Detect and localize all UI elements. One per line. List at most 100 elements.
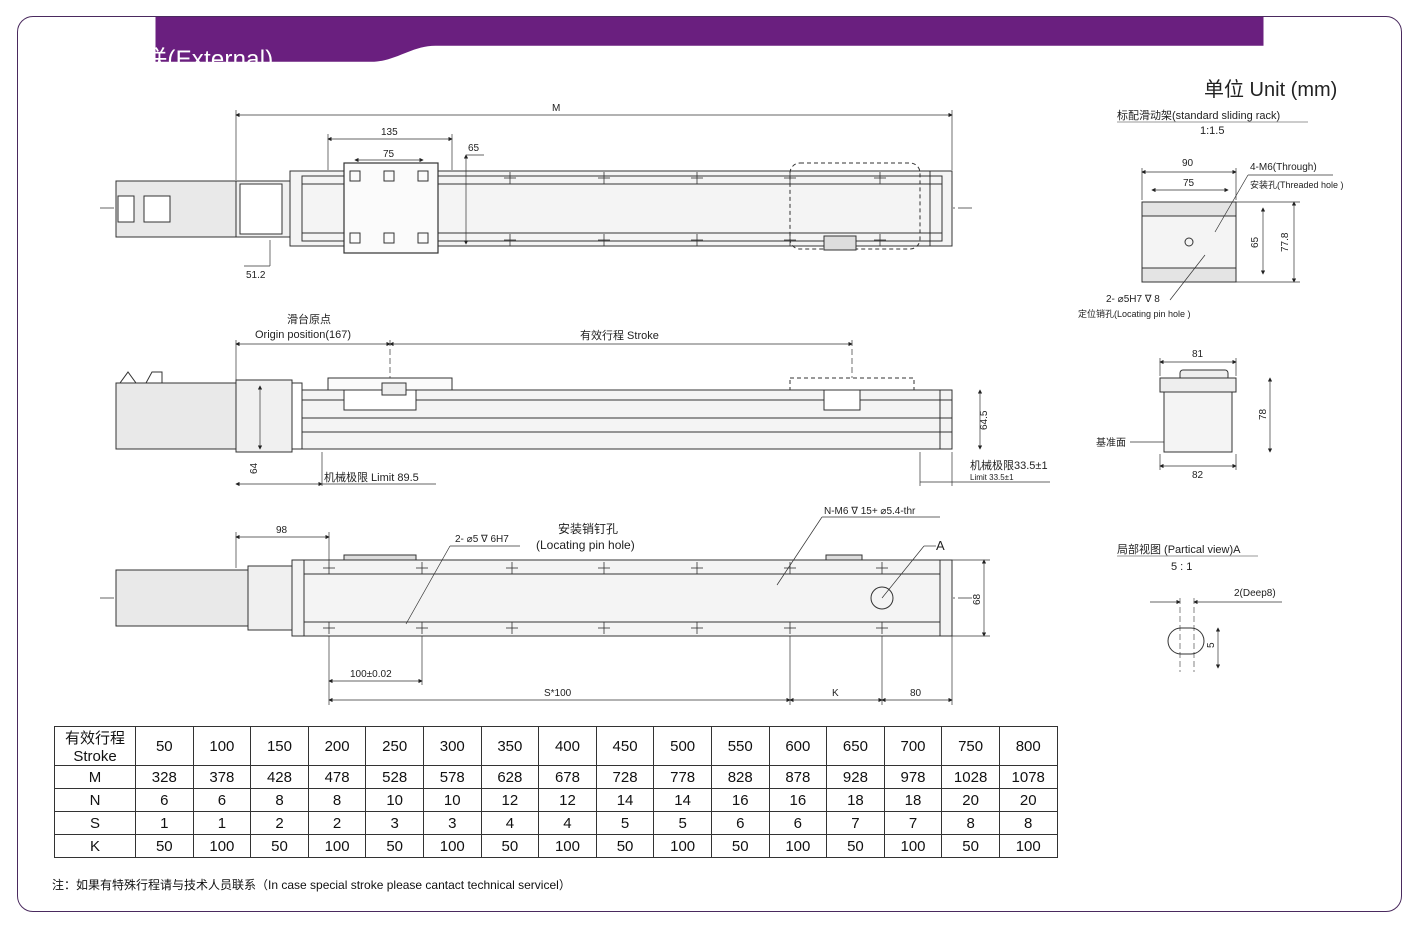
table-cell: 878 [768, 765, 828, 789]
table-cell: 3 [365, 811, 424, 835]
table-cell: 8 [998, 811, 1058, 835]
table-cell: 6 [710, 811, 770, 835]
dim-51-2: 51.2 [246, 270, 266, 281]
rack-dim-90: 90 [1182, 158, 1194, 169]
header-bar [155, 17, 1264, 62]
table-cell: 700 [883, 726, 943, 766]
partial-dim-5: 5 [1206, 642, 1217, 648]
table-row-label: S [54, 811, 136, 835]
table-cell: 6 [192, 788, 252, 812]
dim-k: K [832, 688, 839, 699]
end-body [1163, 391, 1233, 453]
carriage-top [343, 162, 439, 254]
table-cell: 16 [710, 788, 770, 812]
table-cell: 1028 [941, 765, 1000, 789]
table-cell: 550 [710, 726, 770, 766]
table-cell: 8 [250, 788, 309, 812]
table-row-label: N [54, 788, 136, 812]
table-cell: 100 [998, 834, 1058, 858]
table-cell: 678 [538, 765, 597, 789]
table-row-stroke: 有效行程 Stroke 50 100 150 200 250 300 350 4… [54, 726, 1058, 766]
rack-scale: 1:1.5 [1200, 125, 1224, 137]
table-cell: 378 [192, 765, 252, 789]
view-a-label: A [936, 538, 945, 553]
rack-dim-77-8: 77.8 [1280, 232, 1291, 252]
dim-M: M [552, 103, 560, 114]
table-cell: 7 [826, 811, 885, 835]
motor-bottom [115, 569, 249, 627]
table-cell: 350 [480, 726, 540, 766]
table-cell: 100 [538, 834, 597, 858]
rail-body-bottom [291, 559, 953, 637]
table-cell: 16 [768, 788, 828, 812]
table-cell: 20 [998, 788, 1058, 812]
origin-cn: 滑台原点 [287, 312, 331, 326]
table-cell: 600 [768, 726, 828, 766]
partial-title: 局部视图 (Partical view)A [1117, 542, 1241, 556]
table-cell: 100 [768, 834, 828, 858]
drawing-frame: BC:电机直联(External) [17, 16, 1402, 912]
table-cell: 14 [595, 788, 655, 812]
table-cell: 200 [307, 726, 367, 766]
limit-right-en: Limit 33.5±1 [970, 473, 1014, 482]
table-cell: 428 [250, 765, 309, 789]
table-cell: 50 [826, 834, 885, 858]
table-cell: 100 [883, 834, 943, 858]
table-cell: 800 [998, 726, 1058, 766]
table-row-label: M [54, 765, 136, 789]
table-cell: 12 [538, 788, 597, 812]
side-view [115, 340, 1050, 487]
spec-table: 有效行程 Stroke 50 100 150 200 250 300 350 4… [54, 726, 1058, 858]
table-cell: 10 [365, 788, 424, 812]
dim-100: 100±0.02 [350, 669, 392, 680]
table-cell: 778 [653, 765, 712, 789]
dim-68: 68 [972, 593, 983, 605]
table-cell: 50 [941, 834, 1000, 858]
partial-view [1117, 555, 1282, 672]
table-cell: 14 [653, 788, 712, 812]
rack-view [1117, 121, 1333, 301]
end-dim-82: 82 [1192, 470, 1204, 481]
table-row-n: N 6 6 8 8 10 10 12 12 14 14 16 16 18 18 … [54, 788, 1058, 812]
table-cell: 478 [307, 765, 367, 789]
table-cell: 1 [192, 811, 252, 835]
table-cell: 250 [365, 726, 424, 766]
table-cell: 18 [826, 788, 885, 812]
table-cell: 100 [422, 834, 482, 858]
dim-80: 80 [910, 688, 922, 699]
dim-98: 98 [276, 525, 288, 536]
table-row-m: M 328 378 428 478 528 578 628 678 728 77… [54, 765, 1058, 789]
table-cell: 12 [480, 788, 540, 812]
table-cell: 2 [250, 811, 309, 835]
dim-75: 75 [383, 149, 395, 160]
table-cell: 500 [653, 726, 712, 766]
slot-outline [1167, 627, 1205, 655]
dim-64-5: 64.5 [979, 410, 990, 430]
table-cell: 3 [422, 811, 482, 835]
table-cell: 4 [538, 811, 597, 835]
partial-deep: 2(Deep8) [1234, 588, 1276, 599]
rack-pin-spec: 2- ⌀5H7 ∇ 8 [1106, 294, 1160, 305]
pin-hole-cn: 安装销钉孔 [558, 521, 618, 536]
table-cell: 100 [192, 726, 252, 766]
table-cell: 750 [941, 726, 1000, 766]
table-cell: 100 [307, 834, 367, 858]
table-cell: 18 [883, 788, 943, 812]
partial-scale: 5 : 1 [1171, 561, 1192, 573]
table-cell: 2 [307, 811, 367, 835]
table-cell: 828 [710, 765, 770, 789]
page-title: BC:电机直联(External) [30, 46, 274, 73]
table-cell: 6 [135, 788, 194, 812]
table-cell: 50 [250, 834, 309, 858]
rack-threaded: 安装孔(Threaded hole ) [1250, 179, 1344, 190]
motor-side [115, 382, 237, 450]
table-cell: 50 [135, 726, 194, 766]
table-row-k: K 50 100 50 100 50 100 50 100 50 100 50 … [54, 834, 1058, 858]
table-cell: 150 [250, 726, 309, 766]
table-cell: 8 [941, 811, 1000, 835]
table-cell: 6 [768, 811, 828, 835]
table-cell: 8 [307, 788, 367, 812]
rack-pin-label: 定位销孔(Locating pin hole ) [1078, 308, 1191, 319]
rack-title: 标配滑动架(standard sliding rack) [1117, 108, 1280, 122]
